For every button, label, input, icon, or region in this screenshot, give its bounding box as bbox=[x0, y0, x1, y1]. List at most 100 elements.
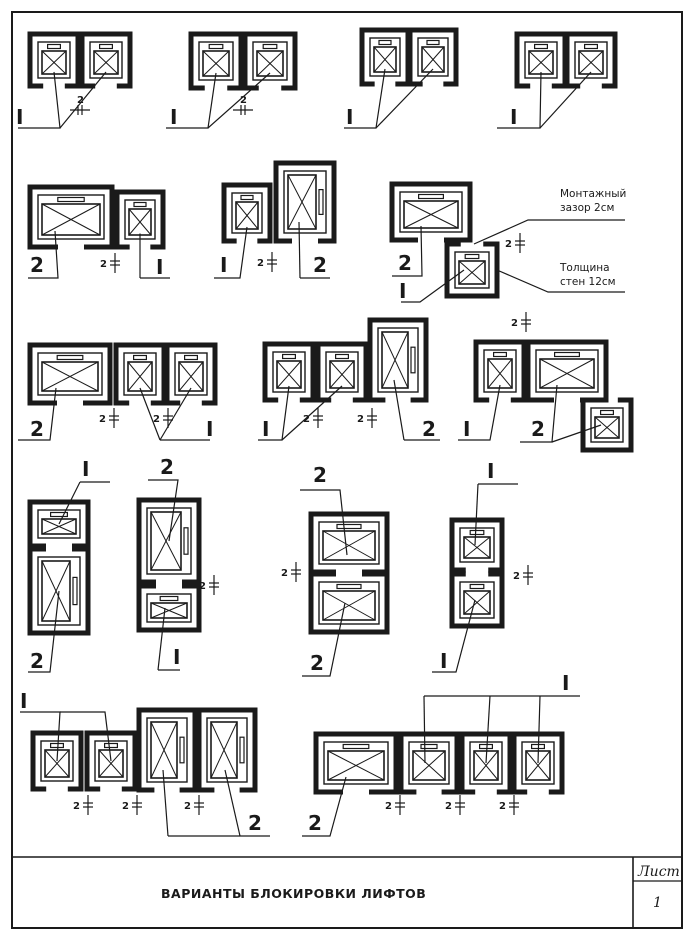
shaft-wall bbox=[188, 31, 244, 91]
elevator-car bbox=[89, 41, 123, 79]
car-cabin bbox=[539, 358, 595, 389]
elevator-shaft bbox=[79, 31, 133, 89]
gap-mark-label: 2 bbox=[513, 571, 520, 582]
elevator-shaft bbox=[136, 583, 202, 633]
car-cabin bbox=[578, 50, 604, 75]
gap-mark-label: 2 bbox=[445, 801, 452, 812]
elevator-shaft bbox=[459, 731, 513, 795]
shaft-wall bbox=[27, 546, 91, 636]
elevator-shaft bbox=[564, 31, 618, 89]
shaft-wall bbox=[449, 571, 505, 629]
leader-line bbox=[497, 71, 542, 129]
shaft-wall bbox=[136, 497, 202, 585]
counterweight-panel bbox=[418, 193, 445, 200]
leader-line bbox=[401, 269, 465, 303]
leader-line bbox=[28, 590, 60, 673]
gap-mark-label: 2 bbox=[303, 414, 310, 425]
cabin-cross bbox=[178, 361, 204, 392]
shaft-wall bbox=[359, 27, 411, 87]
counterweight-panel bbox=[282, 353, 297, 360]
leader-line bbox=[28, 230, 59, 279]
leader-line bbox=[58, 481, 81, 525]
gap-mark-label: 2 bbox=[73, 801, 80, 812]
cabin-cross bbox=[463, 536, 491, 559]
label-type-2: 2 bbox=[310, 651, 324, 675]
leader-line bbox=[139, 387, 161, 441]
cabin-cross bbox=[41, 361, 99, 392]
cabin-cross bbox=[421, 46, 445, 73]
leader-line bbox=[300, 489, 348, 556]
leader-line bbox=[302, 776, 347, 837]
label-type-1: I bbox=[487, 459, 494, 483]
car-cabin bbox=[473, 750, 499, 781]
gap-annotation-line1: Монтажный bbox=[560, 188, 626, 200]
counterweight-panel bbox=[533, 43, 548, 50]
elevator-car bbox=[377, 327, 419, 393]
counterweight-panel bbox=[103, 742, 118, 749]
elevator-shaft bbox=[262, 341, 316, 403]
elevator-car bbox=[283, 170, 327, 234]
label-type-1: I bbox=[16, 105, 23, 129]
shaft-wall bbox=[79, 31, 133, 89]
wall-annotation-line2: стен 12см bbox=[560, 276, 616, 288]
leader-line bbox=[298, 221, 301, 279]
elevator-shaft bbox=[136, 497, 202, 585]
gap-mark-label: 2 bbox=[100, 259, 107, 270]
gap-mark-label: 2 bbox=[77, 95, 84, 106]
label-type-2: 2 bbox=[30, 253, 44, 277]
leader-line bbox=[551, 424, 602, 443]
cabin-cross bbox=[127, 361, 153, 392]
elevator-car bbox=[408, 741, 450, 785]
leader-line bbox=[432, 599, 476, 673]
elevator-car bbox=[272, 351, 306, 393]
counterweight-panel bbox=[179, 736, 185, 764]
label-type-1: I bbox=[173, 645, 180, 669]
leader-line bbox=[392, 225, 423, 277]
elevator-shaft bbox=[188, 31, 244, 91]
cabin-cross bbox=[235, 201, 259, 230]
sheet-frame bbox=[11, 11, 683, 929]
elevator-car bbox=[198, 41, 234, 81]
label-type-2: 2 bbox=[30, 649, 44, 673]
elevator-car bbox=[146, 593, 192, 623]
counterweight-panel bbox=[72, 576, 78, 606]
shaft-wall bbox=[444, 241, 500, 299]
gap-mark-label: 2 bbox=[122, 801, 129, 812]
elevator-shaft bbox=[164, 342, 218, 406]
car-cabin bbox=[41, 361, 99, 392]
car-cabin bbox=[287, 174, 317, 230]
cabin-cross bbox=[528, 50, 554, 75]
leader-line bbox=[159, 387, 192, 441]
label-type-1: I bbox=[220, 253, 227, 277]
car-cabin bbox=[463, 536, 491, 559]
shaft-wall bbox=[273, 160, 337, 244]
elevator-shaft bbox=[273, 160, 337, 244]
leader-line bbox=[423, 695, 426, 764]
car-cabin bbox=[178, 361, 204, 392]
label-type-1: I bbox=[440, 649, 447, 673]
annotation-leader bbox=[496, 269, 625, 293]
label-type-1: I bbox=[20, 689, 27, 713]
shaft-wall bbox=[136, 707, 198, 793]
label-type-2: 2 bbox=[308, 811, 322, 835]
elevator-shaft bbox=[84, 730, 138, 792]
elevator-car bbox=[252, 41, 288, 81]
label-type-1: I bbox=[82, 457, 89, 481]
elevator-car bbox=[146, 717, 188, 783]
counterweight-panel bbox=[479, 743, 494, 750]
counterweight-panel bbox=[239, 736, 245, 764]
gap-annotation-line2: зазор 2см bbox=[560, 202, 614, 214]
elevator-car bbox=[483, 349, 517, 393]
label-type-1: I bbox=[399, 279, 406, 303]
counterweight-panel bbox=[49, 511, 68, 518]
label-type-2: 2 bbox=[422, 417, 436, 441]
gap-mark-label: 2 bbox=[499, 801, 506, 812]
shaft-wall bbox=[525, 339, 609, 403]
car-cabin bbox=[41, 203, 101, 236]
elevator-shaft bbox=[313, 731, 399, 795]
leader-line bbox=[474, 483, 479, 546]
cabin-cross bbox=[41, 518, 77, 535]
elevator-car bbox=[40, 740, 74, 782]
